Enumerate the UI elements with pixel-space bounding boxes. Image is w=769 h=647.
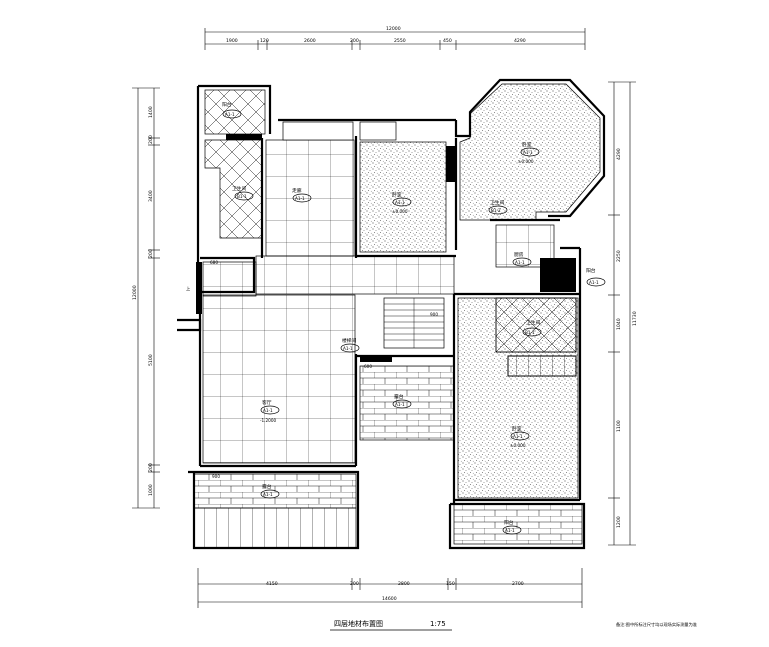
room-terrace-bottom-left: 露台 A1-1 bbox=[260, 483, 280, 499]
room-bedroom-middle: 卧室 A1-1 ±0.000 bbox=[392, 191, 412, 214]
room-code: A1-1 bbox=[505, 528, 515, 533]
top-dimension-chain: 12000 1900 120 2600 200 2550 450 4290 bbox=[204, 26, 586, 50]
room-name: 卧室 bbox=[522, 141, 532, 148]
top-dim-7: 4290 bbox=[514, 38, 526, 44]
room-code: A1-1 bbox=[589, 280, 599, 285]
bottom-dim-4: 150 bbox=[446, 581, 455, 587]
bottom-dim-2: 200 bbox=[350, 581, 359, 587]
floor-finishes bbox=[193, 83, 601, 549]
top-dim-2: 120 bbox=[260, 38, 269, 44]
drawing-title: 四层地材布置图 bbox=[334, 619, 383, 628]
room-code: B1-2 bbox=[491, 208, 501, 213]
top-dim-1: 1900 bbox=[226, 38, 238, 44]
room-bathroom-lower-right: 卫生间 B1-1 bbox=[522, 319, 542, 337]
room-code: A1-1 bbox=[225, 112, 235, 117]
left-dim-7: 1000 bbox=[148, 484, 154, 496]
room-code: B1-1 bbox=[525, 330, 535, 335]
top-dim-3: 2600 bbox=[304, 38, 316, 44]
small-dim-2: 900 bbox=[430, 312, 438, 317]
top-dim-4: 200 bbox=[350, 38, 359, 44]
small-dim-1: 680 bbox=[210, 260, 218, 265]
bottom-dim-total: 14600 bbox=[382, 596, 397, 602]
room-code: A1-1 bbox=[395, 402, 405, 407]
left-dim-1: 1400 bbox=[148, 106, 154, 118]
small-dim-4: 900 bbox=[212, 474, 220, 479]
left-dim-total: 12000 bbox=[132, 285, 138, 300]
room-name: 卧室 bbox=[392, 191, 402, 198]
room-bathroom-small-right: 卫生间 B1-2 bbox=[488, 199, 508, 215]
bottom-dim-1: 4150 bbox=[266, 581, 278, 587]
left-dim-4: 200 bbox=[148, 249, 154, 258]
room-name: 阳台 bbox=[222, 101, 232, 108]
left-dim-5: 5100 bbox=[148, 354, 154, 366]
top-dim-total: 12000 bbox=[386, 26, 401, 32]
room-name: 客厅 bbox=[262, 399, 272, 406]
room-elevation: ±0.000 bbox=[518, 159, 534, 164]
room-code: A1-1 bbox=[515, 260, 525, 265]
room-name: 露台 bbox=[262, 483, 272, 490]
room-bedroom-lower-right: 卧室 A1-1 ±0.000 bbox=[510, 425, 530, 448]
room-elevation: ±0.000 bbox=[392, 209, 408, 214]
room-kitchen: 厨房 A1-1 bbox=[512, 251, 532, 267]
room-name: 阳台 bbox=[504, 519, 514, 526]
room-name: 露台 bbox=[394, 393, 404, 400]
right-dimension-chain: 11730 4290 2250 1040 1100 1200 bbox=[608, 81, 638, 546]
room-elevation: -1.2000 bbox=[260, 418, 276, 423]
staircase bbox=[383, 297, 445, 349]
top-dim-5: 2550 bbox=[394, 38, 406, 44]
drawing-title-block: 四层地材布置图 1:75 备注:图中所标注尺寸均以现场实际测量为准 bbox=[330, 619, 697, 631]
room-labels: 阳台 A1-1 卫生间 B1-1 走廊 A1-1 卧室 A1-1 ±0.000 … bbox=[186, 101, 606, 535]
left-dimension-chain: 12000 1400 200 3400 200 5100 200 1000 bbox=[132, 87, 160, 509]
room-name: 卫生间 bbox=[526, 319, 541, 326]
right-dim-4: 1100 bbox=[616, 420, 622, 432]
stair-up-label: 上 bbox=[186, 285, 190, 291]
room-balcony-right: 阳台 A1-1 bbox=[586, 267, 606, 287]
room-terrace-middle: 露台 A1-1 bbox=[392, 393, 412, 409]
room-code: A1-1 bbox=[263, 408, 273, 413]
right-dim-2: 2250 bbox=[616, 250, 622, 262]
room-name: 阳台 bbox=[586, 267, 596, 274]
room-name: 卧室 bbox=[512, 425, 522, 432]
right-dim-total: 11730 bbox=[632, 311, 638, 326]
room-balcony-bottom-right: 阳台 A1-1 bbox=[502, 519, 522, 535]
room-bedroom-octagon: 卧室 A1-1 ±0.000 bbox=[518, 141, 540, 164]
small-dim-3: 600 bbox=[364, 364, 372, 369]
room-elevation: ±0.000 bbox=[510, 443, 526, 448]
walls bbox=[177, 78, 606, 550]
right-dim-3: 1040 bbox=[616, 318, 622, 330]
left-dim-2: 200 bbox=[148, 135, 154, 144]
room-name: 厨房 bbox=[514, 251, 524, 258]
bottom-dim-3: 2800 bbox=[398, 581, 410, 587]
bottom-dimension-chain: 4150 200 2800 150 2700 14600 bbox=[197, 568, 583, 608]
room-code: A1-1 bbox=[395, 200, 405, 205]
room-bathroom-left: 卫生间 B1-1 bbox=[232, 185, 254, 201]
room-corridor: 走廊 A1-1 bbox=[292, 187, 312, 203]
room-name: 卫生间 bbox=[232, 185, 247, 192]
room-living: 客厅 A1-1 -1.2000 bbox=[260, 399, 280, 423]
room-stairwell: 楼梯间 A1-1 bbox=[340, 337, 360, 353]
left-dim-6: 200 bbox=[148, 463, 154, 472]
room-name: 走廊 bbox=[292, 187, 302, 194]
drawing-scale: 1:75 bbox=[430, 620, 446, 628]
room-code: A1-1 bbox=[523, 150, 533, 155]
room-code: A1-1 bbox=[343, 346, 353, 351]
right-dim-1: 4290 bbox=[616, 148, 622, 160]
drawing-note: 备注:图中所标注尺寸均以现场实际测量为准 bbox=[616, 621, 697, 628]
top-dim-6: 450 bbox=[443, 38, 452, 44]
left-dim-3: 3400 bbox=[148, 190, 154, 202]
room-name: 楼梯间 bbox=[342, 337, 357, 344]
room-name: 卫生间 bbox=[490, 199, 505, 206]
room-code: A1-1 bbox=[263, 492, 273, 497]
bottom-dim-5: 2700 bbox=[512, 581, 524, 587]
room-code: A1-1 bbox=[295, 196, 305, 201]
room-balcony-top-left: 阳台 A1-1 bbox=[222, 101, 242, 119]
room-code: B1-1 bbox=[237, 194, 247, 199]
right-dim-5: 1200 bbox=[616, 516, 622, 528]
room-code: A1-1 bbox=[513, 434, 523, 439]
